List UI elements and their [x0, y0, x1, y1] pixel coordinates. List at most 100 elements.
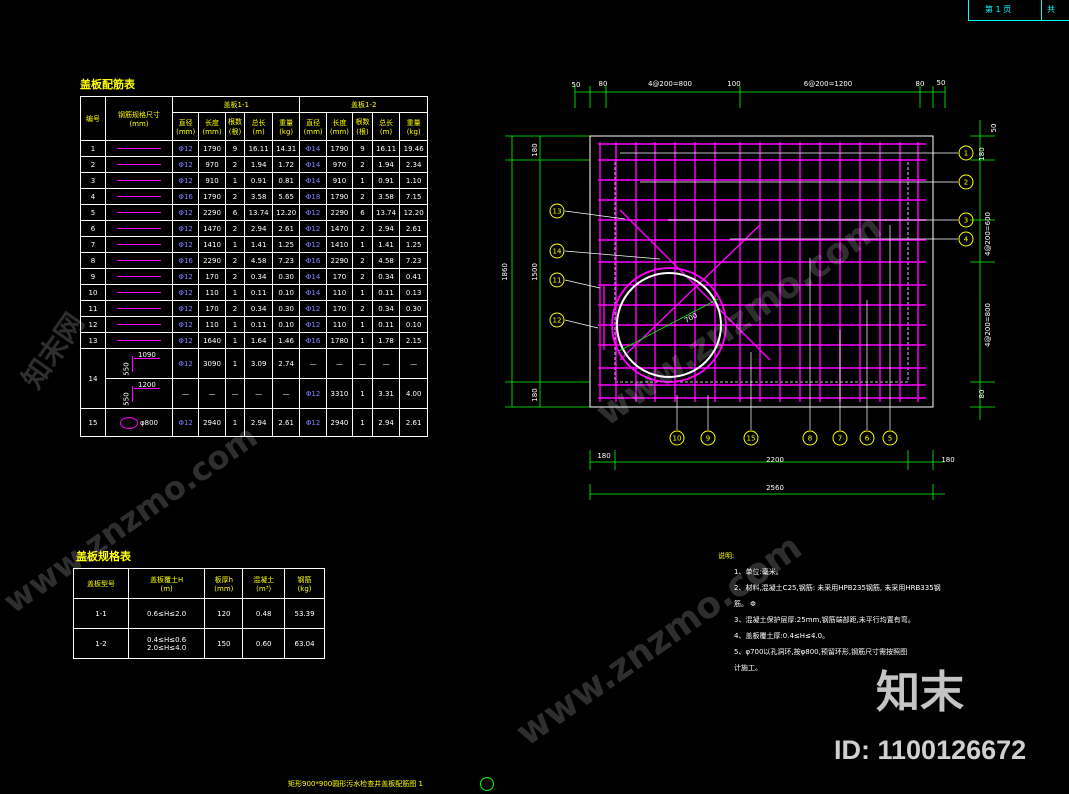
cell: Φ16 [299, 252, 327, 269]
cell: 12.20 [271, 204, 301, 221]
spec-header-2: 板厚h(mm) [204, 568, 244, 599]
cell: — [299, 348, 327, 379]
cell: 1410 [325, 236, 354, 253]
bar-shape-15: φ800 [105, 408, 173, 437]
cell: Φ12 [299, 236, 327, 253]
cell: 2 [352, 220, 373, 237]
cell: 2 [224, 220, 246, 237]
cell: 2290 [198, 252, 226, 269]
dim-label: 2200 [766, 456, 784, 464]
row-no: 5 [80, 204, 106, 221]
cell: — [198, 378, 226, 409]
cell: 2290 [325, 252, 354, 269]
cell: 0.34 [371, 300, 401, 317]
subheader-g2-4: 重量(kg) [399, 112, 428, 141]
cell: 4.58 [371, 252, 401, 269]
cell: 3.58 [371, 188, 401, 205]
cell: 1.10 [399, 172, 428, 189]
dim-label: 4@200=800 [984, 303, 992, 347]
rebar-callout-label: 8 [808, 435, 812, 443]
rebar-callout-label: 2 [964, 179, 968, 187]
cell: 1 [352, 332, 373, 349]
spec-cover: 0.6≤H≤2.0 [127, 598, 206, 629]
cell: — [325, 348, 354, 379]
col-shape: 钢筋规格尺寸(mm) [105, 96, 173, 141]
cell: Φ12 [171, 332, 200, 349]
note-item: 1、单位:毫米。 [734, 568, 783, 576]
cell: 1.72 [271, 156, 301, 173]
cell: 170 [198, 268, 226, 285]
subheader-g1-3: 总长(m) [244, 112, 273, 141]
cell: 3090 [198, 348, 226, 379]
cell: 1 [224, 284, 246, 301]
cell: 13.74 [371, 204, 401, 221]
page-total: 共 [1047, 5, 1055, 14]
spec-header-4: 钢筋(kg) [284, 568, 325, 599]
cell: 2 [352, 188, 373, 205]
title-block: 第 1 页 共 [968, 0, 1069, 21]
rebar-callout-label: 14 [553, 248, 562, 256]
cell: 1.41 [244, 236, 273, 253]
cell: 9 [352, 140, 373, 157]
cell: 170 [198, 300, 226, 317]
cell: 1790 [325, 140, 354, 157]
cell: 12.20 [399, 204, 428, 221]
dim-label: 4@200=600 [984, 212, 992, 256]
dim-label: 180 [531, 143, 539, 156]
rebar-callout [669, 430, 685, 446]
rebar-callout [549, 203, 565, 219]
cell: Φ12 [171, 316, 200, 333]
cell: 2 [224, 252, 246, 269]
subheader-g2-2: 根数(根) [352, 112, 373, 141]
cell: 1 [224, 172, 246, 189]
cell: 1 [224, 316, 246, 333]
cell: 1410 [198, 236, 226, 253]
cell: 2.61 [271, 220, 301, 237]
cell: 110 [198, 284, 226, 301]
cell: 1.46 [271, 332, 301, 349]
bar-shape [105, 300, 173, 317]
cell: Φ12 [171, 408, 200, 437]
cell: 2.61 [271, 408, 301, 437]
cell: 0.11 [371, 284, 401, 301]
ring-rebar [611, 267, 727, 383]
cell: 2 [352, 156, 373, 173]
rebar-callout [859, 430, 875, 446]
rebar-callout-label: 1 [964, 150, 968, 158]
col-group1: 盖板1-1 [171, 96, 301, 113]
row-no: 6 [80, 220, 106, 237]
north-marker [480, 777, 494, 791]
cell: 13.74 [244, 204, 273, 221]
cell: Φ16 [171, 252, 200, 269]
cell: 1 [352, 378, 373, 409]
cell: 16.11 [244, 140, 273, 157]
rebar-callout-label: 11 [553, 277, 562, 285]
plate-outline [589, 135, 934, 408]
cell: 0.13 [399, 284, 428, 301]
cell: 2290 [198, 204, 226, 221]
cell: 16.11 [371, 140, 401, 157]
cell: 2.61 [399, 220, 428, 237]
dim-label: 50 [990, 124, 998, 133]
cell: Φ12 [299, 220, 327, 237]
cell: 5.65 [271, 188, 301, 205]
cell: 7.23 [271, 252, 301, 269]
diameter-label: 700 [683, 311, 699, 324]
cell: 2 [352, 268, 373, 285]
cell: 2 [224, 188, 246, 205]
rebar-callout [958, 212, 974, 228]
cell: 1 [352, 172, 373, 189]
dim-label: 180 [531, 388, 539, 401]
cell: 170 [325, 268, 354, 285]
cell: 2.34 [399, 156, 428, 173]
spec-thick: 150 [204, 628, 244, 659]
cell: — [271, 378, 301, 409]
bar-shape [105, 188, 173, 205]
